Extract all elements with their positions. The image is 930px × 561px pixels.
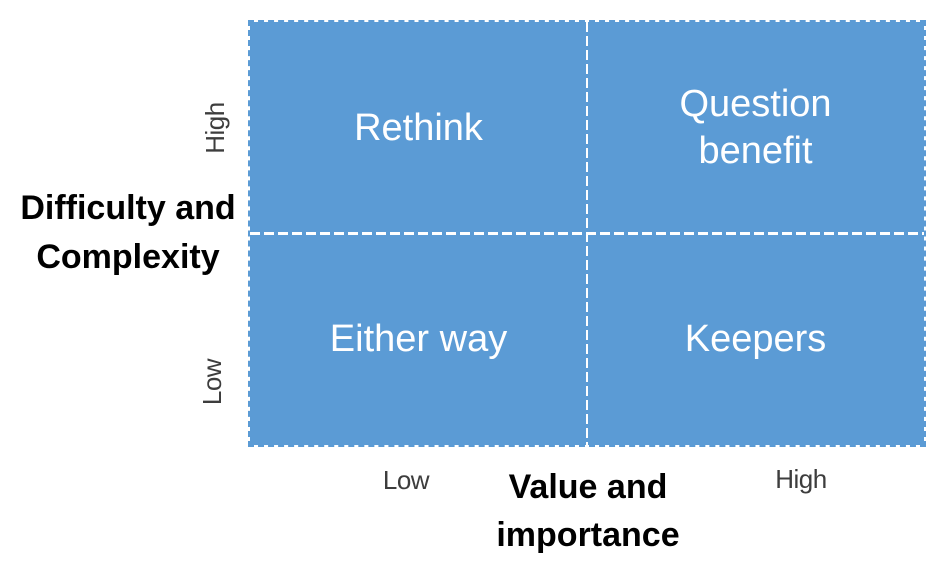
y-axis-high-tick: High: [200, 102, 230, 154]
quadrant-bottom-left-label: Either way: [329, 318, 508, 361]
quadrant-top-right-label: Question benefit: [679, 83, 832, 172]
quadrant-bottom-right-label: Keepers: [684, 318, 827, 361]
x-axis-high-tick: High: [775, 464, 827, 494]
x-axis-low-tick: Low: [382, 465, 430, 495]
matrix-grid: Rethink Question benefit Either way Keep…: [248, 20, 926, 447]
quadrant-bottom-right: Keepers: [587, 234, 924, 446]
x-axis-title: Value and importance: [496, 468, 680, 554]
quadrant-top-left-label: Rethink: [354, 106, 483, 149]
quadrant-top-left: Rethink: [250, 22, 587, 234]
y-axis-low-tick: Low: [197, 358, 227, 406]
y-axis-title: Difficulty and Complexity: [20, 189, 236, 277]
quadrant-bottom-left: Either way: [250, 234, 587, 446]
quadrant-top-right: Question benefit: [587, 22, 924, 234]
